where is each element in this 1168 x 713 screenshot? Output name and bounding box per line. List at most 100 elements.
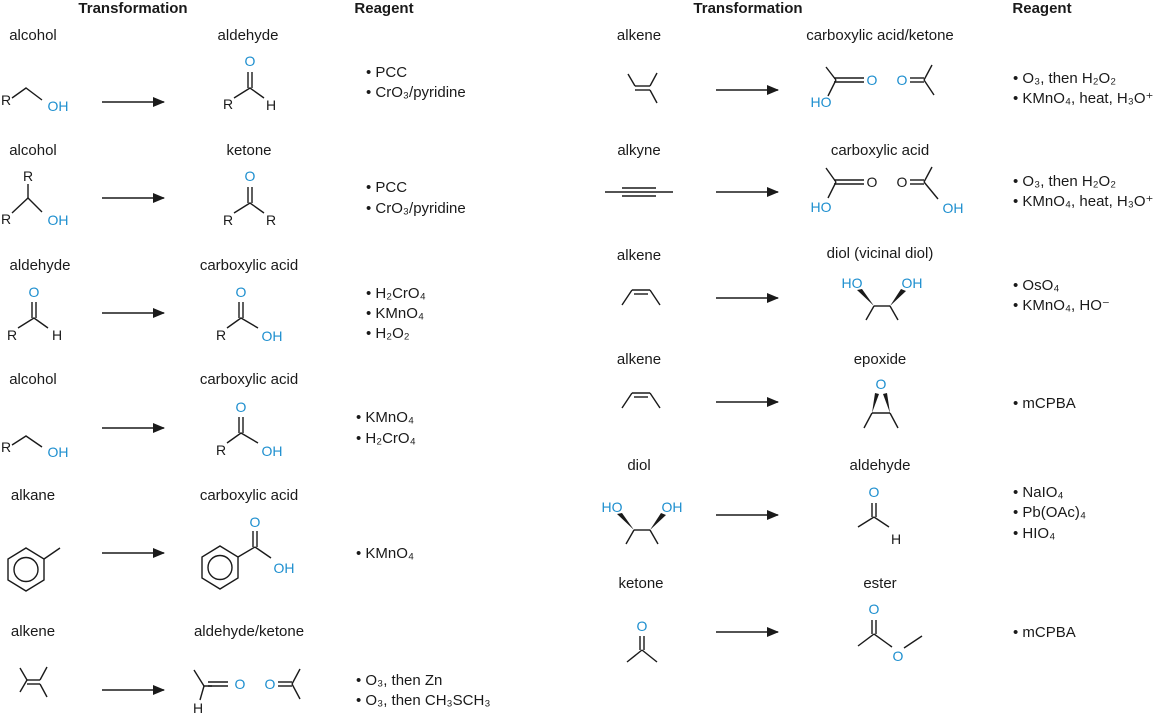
atom-oh: OH <box>48 444 69 460</box>
row-from-label: alcohol <box>9 142 57 159</box>
reagent-item: • CrO₃/pyridine <box>366 200 466 217</box>
atom-h: H <box>52 327 62 343</box>
left-row-2: alcohol ketone R R OH O R R • PCC • CrO₃… <box>1 142 466 228</box>
atom-oh: OH <box>48 98 69 114</box>
atom-ho: HO <box>602 499 623 515</box>
atom-r: R <box>266 212 276 228</box>
left-row-3: aldehyde carboxylic acid O R H O R OH • … <box>7 257 426 344</box>
alcohol-structure: R OH <box>1 87 69 114</box>
atom-r: R <box>223 212 233 228</box>
atom-r: R <box>1 439 11 455</box>
right-row-1: alkene carboxylic acid/ketone O HO O • O… <box>617 27 1154 110</box>
ester-structure: O O <box>857 601 923 664</box>
reagent-item: • PCC <box>366 64 407 81</box>
alkene-structure <box>627 72 658 104</box>
atom-oh: OH <box>48 212 69 228</box>
row-to-label: aldehyde <box>850 457 911 474</box>
atom-r: R <box>216 327 226 343</box>
right-row-2: alkyne carboxylic acid O HO O OH • O₃, t… <box>605 142 1153 216</box>
atom-o: O <box>235 676 246 692</box>
row-from-label: alkene <box>617 351 661 368</box>
carboxylic-acid-structure: O R OH <box>216 399 283 459</box>
atom-r: R <box>1 92 11 108</box>
atom-o: O <box>250 514 261 530</box>
atom-oh: OH <box>943 200 964 216</box>
reagent-item: • Pb(OAc)₄ <box>1013 504 1086 521</box>
row-from-label: diol <box>627 457 650 474</box>
row-to-label: aldehyde/ketone <box>194 623 304 640</box>
atom-r: R <box>23 168 33 184</box>
right-row-3: alkene diol (vicinal diol) HO OH • OsO₄ … <box>617 245 1110 321</box>
atom-r: R <box>216 442 226 458</box>
aldehyde-structure: O R H <box>223 53 276 113</box>
left-row-5: alkane carboxylic acid O OH • KMnO₄ <box>7 487 414 592</box>
secondary-alcohol-structure: R R OH <box>1 168 69 228</box>
reagent-item: • O₃, then H₂O₂ <box>1013 173 1116 190</box>
right-row-4: alkene epoxide O • mCPBA <box>617 351 1076 429</box>
atom-o: O <box>236 399 247 415</box>
row-to-label: ketone <box>226 142 271 159</box>
atom-o: O <box>893 648 904 664</box>
atom-o: O <box>236 284 247 300</box>
atom-r: R <box>223 96 233 112</box>
reagent-item: • KMnO₄ <box>366 305 424 322</box>
diol-structure: HO OH <box>602 499 683 545</box>
ketone-product-structure: O <box>265 668 301 700</box>
atom-o: O <box>29 284 40 300</box>
reagent-item: • H₂O₂ <box>366 325 410 342</box>
reagent-item: • mCPBA <box>1013 624 1076 641</box>
atom-oh: OH <box>274 560 295 576</box>
atom-o: O <box>869 484 880 500</box>
atom-oh: OH <box>902 275 923 291</box>
reagent-item: • H₂CrO₄ <box>356 430 416 447</box>
atom-ho: HO <box>811 199 832 215</box>
row-from-label: ketone <box>618 575 663 592</box>
row-to-label: ester <box>863 575 896 592</box>
aldehyde-structure: O R H <box>7 284 62 343</box>
atom-o: O <box>637 618 648 634</box>
reagent-item: • NaIO₄ <box>1013 484 1064 501</box>
atom-o: O <box>245 53 256 69</box>
atom-o: O <box>869 601 880 617</box>
carboxylic-acid-structure: O R OH <box>216 284 283 344</box>
row-from-label: alkyne <box>617 142 660 159</box>
alcohol-structure: R OH <box>1 435 69 460</box>
row-to-label: carboxylic acid <box>200 487 298 504</box>
left-row-6: alkene aldehyde/ketone O H O • O₃, then … <box>11 623 491 713</box>
atom-h: H <box>891 531 901 547</box>
header-reagent-left: Reagent <box>354 0 413 17</box>
row-from-label: alkane <box>11 487 55 504</box>
ketone-structure: O R R <box>223 168 276 228</box>
reagent-item: • CrO₃/pyridine <box>366 84 466 101</box>
atom-o: O <box>897 72 908 88</box>
row-to-label: carboxylic acid <box>831 142 929 159</box>
row-from-label: alcohol <box>9 27 57 44</box>
row-from-label: alkene <box>617 27 661 44</box>
header-reagent-right: Reagent <box>1012 0 1071 17</box>
diol-structure: HO OH <box>842 275 923 321</box>
atom-oh: OH <box>262 443 283 459</box>
reagent-item: • KMnO₄, HO⁻ <box>1013 297 1110 314</box>
atom-ho: HO <box>811 94 832 110</box>
ketone-structure: O <box>626 618 658 663</box>
reagent-item: • HIO₄ <box>1013 525 1055 542</box>
atom-o: O <box>867 174 878 190</box>
header-transformation-left: Transformation <box>78 0 187 17</box>
reagent-item: • KMnO₄, heat, H₃O⁺ <box>1013 90 1153 107</box>
atom-o: O <box>876 376 887 392</box>
alkyne-structure <box>605 187 673 197</box>
reagent-item: • O₃, then Zn <box>356 672 442 689</box>
row-to-label: carboxylic acid/ketone <box>806 27 954 44</box>
atom-o: O <box>265 676 276 692</box>
row-to-label: carboxylic acid <box>200 257 298 274</box>
alkene-structure <box>621 289 661 306</box>
reagent-item: • O₃, then H₂O₂ <box>1013 70 1116 87</box>
left-row-1: alcohol aldehyde R OH O R H • PCC • CrO₃… <box>1 27 466 114</box>
reagent-item: • H₂CrO₄ <box>366 285 426 302</box>
reagent-item: • mCPBA <box>1013 395 1076 412</box>
header-transformation-right: Transformation <box>693 0 802 17</box>
toluene-structure <box>7 547 61 592</box>
aldehyde-product-structure: O H <box>193 669 246 713</box>
row-from-label: alkene <box>617 247 661 264</box>
